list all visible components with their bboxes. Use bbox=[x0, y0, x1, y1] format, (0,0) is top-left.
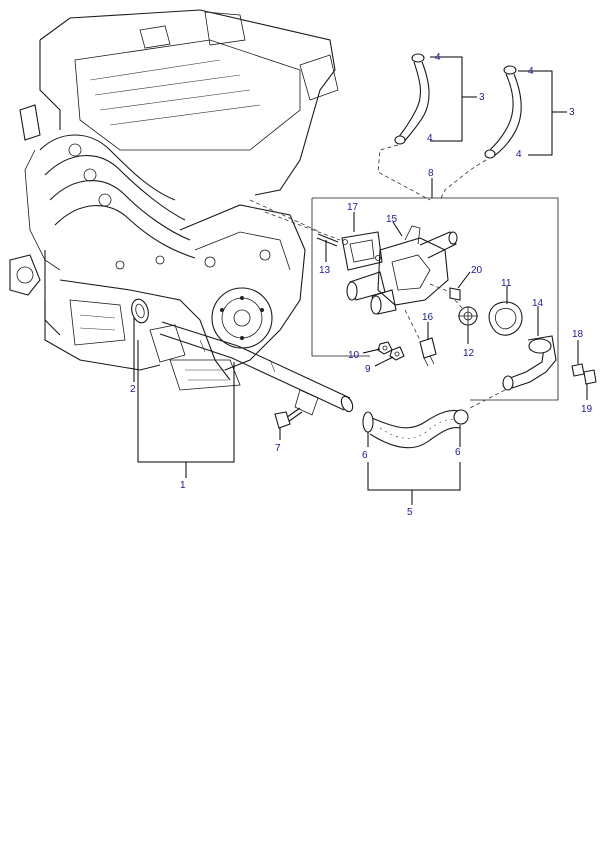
stud-part-13 bbox=[316, 233, 339, 247]
water-pipe-part-1 bbox=[159, 321, 354, 416]
label-part-4-d: 4 bbox=[516, 149, 522, 160]
bolt-part-20 bbox=[429, 283, 461, 301]
label-part-1: 1 bbox=[180, 480, 186, 491]
label-part-12: 12 bbox=[463, 348, 475, 359]
label-part-20: 20 bbox=[471, 265, 483, 276]
label-part-4-c: 4 bbox=[528, 66, 534, 77]
label-part-11: 11 bbox=[501, 278, 512, 289]
label-part-6-left: 6 bbox=[362, 450, 368, 461]
label-part-8: 8 bbox=[428, 168, 434, 179]
nut-part-18 bbox=[571, 363, 585, 377]
label-part-5: 5 bbox=[407, 507, 413, 518]
label-part-13: 13 bbox=[319, 265, 331, 276]
bypass-hose-part-3-right bbox=[439, 65, 522, 201]
label-part-9: 9 bbox=[365, 364, 371, 375]
thermostat-part-12 bbox=[454, 299, 478, 326]
nut-part-9 bbox=[389, 346, 405, 361]
clamp-part-6-left bbox=[362, 411, 374, 433]
engine-block-illustration bbox=[9, 9, 339, 391]
water-inlet-fitting-part-14 bbox=[469, 335, 557, 409]
hose-part-5 bbox=[362, 409, 469, 449]
callout-labels: 1 2 3 3 4 4 4 4 5 6 6 7 8 9 10 11 12 13 … bbox=[130, 52, 593, 518]
label-part-10: 10 bbox=[348, 350, 360, 361]
label-part-6-right: 6 bbox=[455, 447, 461, 458]
gasket-part-11 bbox=[488, 301, 523, 336]
clamp-part-6-right bbox=[453, 409, 469, 425]
label-part-18: 18 bbox=[572, 329, 584, 340]
label-part-14: 14 bbox=[532, 298, 544, 309]
label-part-19: 19 bbox=[581, 404, 593, 415]
label-part-15: 15 bbox=[386, 214, 398, 225]
nut-part-10 bbox=[377, 341, 393, 355]
seal-ring-part-2 bbox=[131, 298, 149, 324]
label-part-4-a: 4 bbox=[435, 52, 441, 63]
bolt-part-7 bbox=[274, 407, 303, 429]
label-part-17: 17 bbox=[347, 202, 359, 213]
label-part-3-right: 3 bbox=[569, 107, 575, 118]
bolt-part-19 bbox=[583, 369, 597, 385]
water-outlet-housing-part-15 bbox=[346, 225, 458, 315]
label-part-16: 16 bbox=[422, 312, 434, 323]
gasket-part-17 bbox=[341, 231, 383, 271]
temp-sensor-part-16 bbox=[404, 309, 437, 367]
label-part-7: 7 bbox=[275, 443, 281, 454]
leader-lines bbox=[133, 56, 588, 505]
label-part-4-b: 4 bbox=[427, 133, 433, 144]
label-part-2: 2 bbox=[130, 384, 136, 395]
sub-assembly-frame bbox=[249, 197, 559, 401]
bypass-hose-part-3-left bbox=[377, 53, 431, 201]
label-part-3-left: 3 bbox=[479, 92, 485, 103]
